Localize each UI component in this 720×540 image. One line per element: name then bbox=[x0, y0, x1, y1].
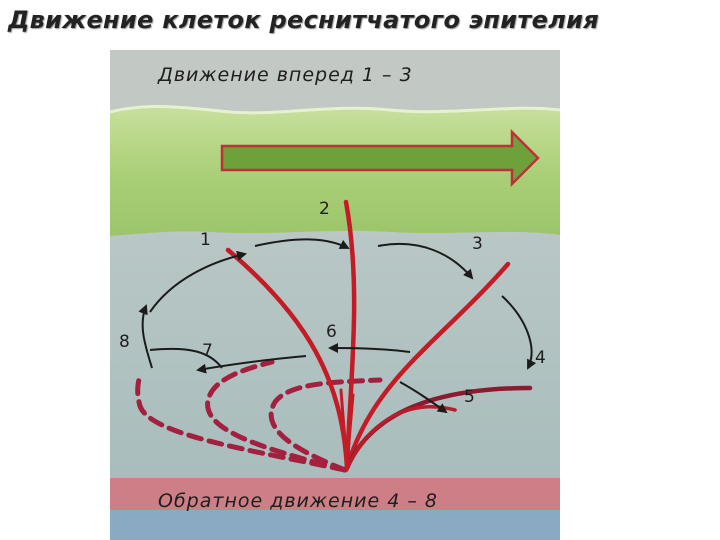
motion-arrow-8-1 bbox=[149, 250, 247, 313]
stage-number-3: 3 bbox=[472, 234, 483, 254]
stage-number-2: 2 bbox=[319, 199, 330, 219]
stage-number-5: 5 bbox=[464, 387, 475, 407]
mucus-layer-edge bbox=[110, 105, 560, 115]
mucus-layer bbox=[110, 106, 560, 236]
cilia-diagram-graphic bbox=[110, 50, 560, 540]
recovery-stroke-cilia bbox=[135, 359, 383, 473]
stage-number-1: 1 bbox=[200, 230, 211, 250]
motion-arrow-2-3 bbox=[377, 242, 474, 280]
stage-number-7: 7 bbox=[202, 341, 213, 361]
stage-number-4: 4 bbox=[535, 348, 546, 368]
motion-arrow-5-6 bbox=[328, 343, 411, 354]
effective-stroke-cilia bbox=[225, 199, 533, 472]
motion-arrow-1-2 bbox=[254, 238, 350, 249]
recovery-cilium-8 bbox=[135, 373, 348, 473]
periciliary-fluid bbox=[110, 230, 560, 478]
motion-arrows bbox=[138, 238, 537, 414]
stage-number-8: 8 bbox=[119, 332, 130, 352]
stage-number-6: 6 bbox=[326, 322, 337, 342]
cilia-diagram: Движение вперед 1 – 3 1 2 3 4 5 6 7 8 Об… bbox=[110, 50, 560, 540]
recovery-cilium-6 bbox=[268, 377, 383, 473]
motion-arrow-7-8-link bbox=[149, 347, 223, 369]
forward-motion-label: Движение вперед 1 – 3 bbox=[158, 64, 413, 86]
cilium-base bbox=[339, 388, 355, 472]
cell-base bbox=[110, 510, 560, 540]
cilium-3 bbox=[344, 261, 511, 471]
recovery-cilium-7 bbox=[205, 359, 348, 473]
backward-motion-label: Обратное движение 4 – 8 bbox=[158, 490, 438, 512]
motion-arrow-8 bbox=[138, 304, 153, 369]
motion-arrow-4-5 bbox=[399, 381, 448, 414]
motion-arrow-6-7 bbox=[196, 355, 307, 374]
slide-title: Движение клеток реснитчатого эпителия bbox=[8, 6, 599, 34]
direction-arrow bbox=[220, 128, 540, 188]
motion-arrow-3-4 bbox=[501, 295, 537, 370]
cell-surface bbox=[110, 478, 560, 510]
